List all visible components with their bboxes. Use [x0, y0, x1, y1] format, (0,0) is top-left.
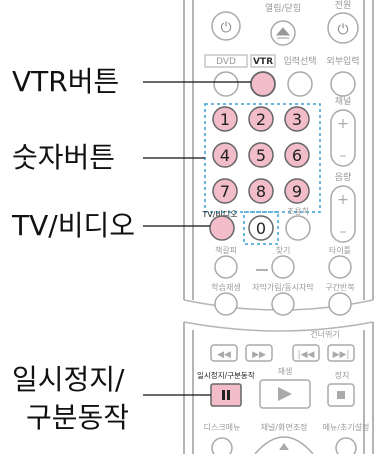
- tv-video-label: TV/비디오: [12, 209, 135, 242]
- callout-lines: [143, 81, 251, 396]
- digit-7-button[interactable]: [212, 178, 238, 204]
- power-left-button[interactable]: [211, 11, 241, 41]
- fast-forward-button[interactable]: [245, 344, 273, 362]
- learn-play-label: 학습재생: [211, 282, 240, 292]
- nav-up-icon: [279, 443, 289, 450]
- digit-3-label: 3: [292, 110, 302, 129]
- top-row: ⏻ 열림/닫힘 전원 ⏻: [211, 0, 359, 46]
- bookmark-button[interactable]: [214, 255, 238, 279]
- digit-4-button[interactable]: [212, 142, 238, 168]
- digit-9-button[interactable]: [284, 178, 310, 204]
- tv-video-small-label: TV/비디오: [201, 210, 237, 219]
- remote-bottom: [183, 321, 374, 454]
- digit-6-button[interactable]: [284, 142, 310, 168]
- digit-buttons: 1 2 3 4 5 6 7 8 9 0: [212, 106, 310, 241]
- disc-menu-label: 디스크메뉴: [204, 423, 241, 432]
- external-input-label: 외부입력: [326, 55, 359, 67]
- skip-label: 건너뛰기: [310, 329, 339, 339]
- input-select-button[interactable]: [287, 71, 313, 97]
- digit-9-label: 9: [292, 182, 302, 201]
- digit-8-button[interactable]: [248, 178, 274, 204]
- section-repeat-button[interactable]: [328, 292, 352, 316]
- rewind-button[interactable]: [210, 344, 238, 362]
- title-label: 타이틀: [329, 245, 351, 255]
- volume-plus: +: [337, 192, 349, 208]
- subtitle-button[interactable]: [271, 292, 295, 316]
- channel-rocker[interactable]: [330, 109, 356, 167]
- channel-screen-label: 채널/화면조정: [261, 422, 308, 432]
- source-row: DVD VTR 입력선택 외부입력: [204, 54, 360, 97]
- quiet-button[interactable]: [285, 215, 311, 241]
- pause-label-line1: 일시정지/: [12, 363, 125, 396]
- learn-play-button[interactable]: [214, 292, 238, 316]
- menu-row: 디스크메뉴 채널/화면조정 메뉴/초기설정: [204, 422, 370, 432]
- disc-menu-button[interactable]: [211, 437, 233, 454]
- pause-icon-bar-right: [227, 390, 230, 400]
- find-label: 찾기: [276, 245, 291, 255]
- zero-highlight-box: [243, 211, 279, 245]
- find-button[interactable]: [271, 255, 295, 279]
- dvd-label: DVD: [216, 57, 236, 67]
- digit-7-label: 7: [220, 182, 230, 201]
- power-right-icon: ⏻: [337, 22, 348, 38]
- digit-5-label: 5: [256, 146, 266, 165]
- title-button[interactable]: [328, 255, 352, 279]
- digit-2-button[interactable]: [248, 106, 274, 132]
- digit-0-label: 0: [256, 219, 266, 238]
- menu-setup-label: 메뉴/초기설정: [323, 422, 370, 432]
- input-select-label: 입력선택: [283, 55, 316, 67]
- digit-5-button[interactable]: [248, 142, 274, 168]
- pause-small-label: 일시정지/구분동작: [197, 370, 255, 380]
- quiet-label: 조용히: [287, 206, 309, 216]
- external-input-button[interactable]: [330, 71, 356, 97]
- dvd-button[interactable]: [213, 71, 239, 97]
- volume-label: 음량: [335, 171, 352, 183]
- tv-video-button[interactable]: [209, 215, 235, 241]
- play-label: 재생: [278, 366, 293, 376]
- power-right-button[interactable]: [327, 12, 359, 44]
- section-repeat-label: 구간반복: [325, 282, 354, 292]
- subtitle-label: 자막가림/동시자막: [252, 282, 314, 292]
- volume-minus: –: [340, 224, 347, 240]
- digit-0-button[interactable]: [248, 215, 274, 241]
- numeric-button-label: 숫자버튼: [12, 141, 116, 174]
- vtr-button[interactable]: [250, 71, 276, 97]
- skip-back-button[interactable]: [292, 344, 320, 362]
- fast-forward-icon: ▶▶: [252, 350, 266, 360]
- menu-setup-button[interactable]: [335, 437, 357, 454]
- play-icon: [278, 387, 292, 401]
- rockers: 채널 + – 음량 + –: [330, 96, 356, 243]
- bookmark-label: 책갈피: [215, 245, 237, 255]
- power-right-label: 전원: [335, 0, 352, 11]
- stop-label: 정지: [335, 370, 350, 380]
- channel-minus: –: [340, 148, 347, 164]
- digit-8-label: 8: [256, 182, 266, 201]
- skip-buttons: ◀◀ ▶▶ |◀◀ ▶▶|: [210, 344, 355, 362]
- skip-back-icon: |◀◀: [298, 350, 315, 360]
- vtr-button-label: VTR버튼: [12, 65, 120, 98]
- power-left-icon: ⏻: [220, 20, 231, 36]
- skip-forward-icon: ▶▶|: [333, 350, 350, 360]
- lower-row: 책갈피 찾기 타이틀 학습재생 자막가림/동시자막 구간반복: [211, 245, 355, 316]
- channel-plus: +: [337, 116, 349, 132]
- digit-6-label: 6: [292, 146, 302, 165]
- pause-icon-bar-left: [222, 390, 225, 400]
- digit-4-label: 4: [220, 146, 230, 165]
- digit-3-button[interactable]: [284, 106, 310, 132]
- volume-rocker[interactable]: [330, 185, 356, 243]
- rewind-icon: ◀◀: [217, 350, 231, 360]
- eject-icon: [275, 27, 291, 39]
- vtr-small-label: VTR: [253, 57, 273, 67]
- stop-icon: [337, 391, 345, 399]
- channel-label: 채널: [335, 96, 352, 107]
- digit-2-label: 2: [256, 110, 266, 129]
- digit-1-button[interactable]: [212, 106, 238, 132]
- eject-label: 열림/닫힘: [265, 2, 301, 14]
- digit-1-label: 1: [220, 110, 230, 129]
- skip-forward-button[interactable]: [327, 344, 355, 362]
- pause-label-line2: 구분동작: [26, 401, 130, 434]
- pause-button[interactable]: [210, 383, 242, 407]
